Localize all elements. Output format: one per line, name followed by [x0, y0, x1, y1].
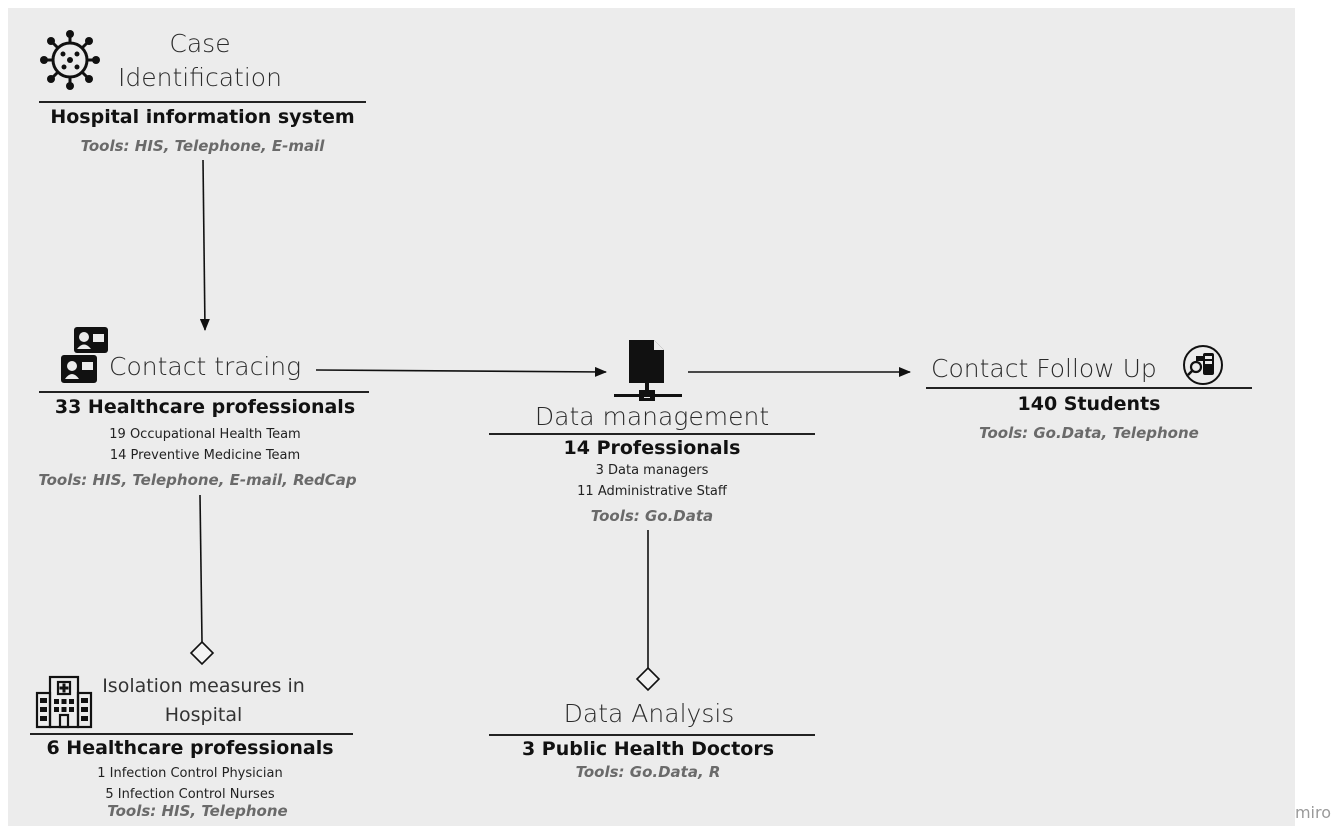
case-heading: Hospital information system	[50, 106, 355, 128]
virus-icon	[40, 30, 100, 90]
network-file-icon	[612, 338, 684, 404]
isolation-divider	[30, 733, 353, 735]
data-item: 3 Data managers	[595, 463, 709, 478]
data-items: 3 Data managers 11 Administrative Staff	[489, 460, 815, 502]
isolation-heading: 6 Healthcare professionals	[46, 737, 334, 759]
contact-heading: 33 Healthcare professionals	[54, 396, 356, 418]
arrow-case-to-contact	[199, 159, 210, 331]
analysis-divider	[489, 734, 815, 736]
case-title-line2: Identification	[118, 62, 282, 92]
diagram-board	[8, 8, 1295, 826]
contact-item: 19 Occupational Health Team	[109, 427, 301, 442]
diamond-isolation	[189, 640, 215, 666]
contact-items: 19 Occupational Health Team 14 Preventiv…	[30, 424, 380, 466]
isolation-items: 1 Infection Control Physician 5 Infectio…	[25, 763, 355, 805]
miro-watermark: miro	[1294, 803, 1331, 822]
data-analysis-title: Data Analysis	[563, 699, 735, 728]
analysis-tools: Tools: Go.Data, R	[575, 763, 721, 781]
arrow-contact-to-data	[315, 366, 607, 377]
follow-up-heading: 140 Students	[1017, 393, 1161, 415]
isolation-title: Isolation measures in Hospital	[96, 672, 311, 729]
isolation-title-line1: Isolation measures in	[102, 675, 305, 697]
follow-up-divider	[926, 387, 1252, 389]
isolation-item: 1 Infection Control Physician	[97, 766, 283, 781]
data-tools: Tools: Go.Data	[590, 507, 714, 525]
isolation-title-line2: Hospital	[164, 703, 243, 726]
follow-up-tools: Tools: Go.Data, Telephone	[979, 424, 1199, 442]
case-tools: Tools: HIS, Telephone, E-mail	[80, 137, 325, 155]
analysis-heading: 3 Public Health Doctors	[521, 738, 775, 760]
contact-cards-icon	[60, 325, 112, 385]
data-heading: 14 Professionals	[563, 437, 741, 459]
data-management-title: Data management	[534, 402, 770, 431]
link-contact-to-isolation	[199, 494, 203, 643]
contact-follow-up-title: Contact Follow Up	[931, 354, 1157, 383]
phone-search-icon	[1182, 344, 1224, 386]
case-divider	[39, 101, 366, 103]
data-item: 11 Administrative Staff	[577, 484, 727, 499]
isolation-item: 5 Infection Control Nurses	[105, 787, 275, 802]
hospital-icon	[35, 673, 93, 729]
contact-tools: Tools: HIS, Telephone, E-mail, RedCap	[38, 471, 357, 489]
case-title-line1: Case	[169, 29, 231, 58]
case-identification-title: Case Identification	[112, 27, 288, 95]
diamond-analysis	[635, 666, 661, 692]
isolation-tools: Tools: HIS, Telephone	[107, 802, 288, 820]
contact-divider	[39, 391, 369, 393]
contact-item: 14 Preventive Medicine Team	[109, 448, 301, 463]
contact-tracing-title: Contact tracing	[109, 352, 302, 381]
data-divider	[489, 433, 815, 435]
